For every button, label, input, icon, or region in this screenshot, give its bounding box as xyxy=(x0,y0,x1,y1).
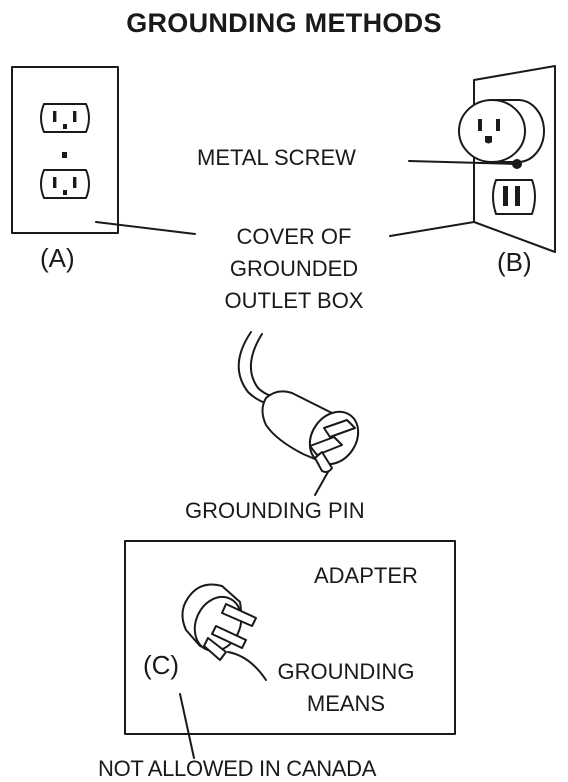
leader-line-grounding-pin xyxy=(314,471,329,496)
label-grounding-means-line2: MEANS xyxy=(306,691,386,716)
label-cover-line1: COVER OF xyxy=(236,224,352,249)
adapter-cylinder-icon xyxy=(458,99,545,163)
leader-line-b xyxy=(389,221,475,237)
leader-line-grounding-means xyxy=(227,651,267,681)
label-cover-line3: OUTLET BOX xyxy=(224,288,364,313)
label-panel-b: (B) xyxy=(497,247,532,277)
leader-line-not-allowed xyxy=(179,693,195,759)
label-cover-line2: GROUNDED xyxy=(229,256,359,281)
page-title: GROUNDING METHODS xyxy=(126,8,442,38)
label-not-allowed: NOT ALLOWED IN CANADA xyxy=(98,756,377,781)
adapter-plug-icon xyxy=(181,583,257,661)
plug-prongs-icon xyxy=(309,419,356,473)
receptacle-lower-icon xyxy=(40,169,90,199)
adapter-box-c xyxy=(124,540,456,759)
label-panel-c: (C) xyxy=(143,650,180,680)
wall-plate-a xyxy=(11,66,196,235)
label-adapter: ADAPTER xyxy=(314,563,418,588)
label-grounding-means-line1: GROUNDING xyxy=(277,659,415,684)
adapter-frame xyxy=(124,540,456,735)
plug-with-cord xyxy=(237,331,360,496)
wall-outlet-b xyxy=(389,65,556,253)
label-panel-a: (A) xyxy=(40,243,75,273)
receptacle-upper-icon xyxy=(40,103,90,133)
label-grounding-pin: GROUNDING PIN xyxy=(185,498,365,523)
wall-plate-b xyxy=(473,65,556,253)
label-metal-screw: METAL SCREW xyxy=(197,145,356,170)
wall-receptacle-icon xyxy=(492,179,536,215)
leader-line-screw xyxy=(408,160,518,165)
plate-screw-icon xyxy=(62,152,67,158)
leader-line-a xyxy=(95,221,196,235)
outlet-cover-plate xyxy=(11,66,119,234)
